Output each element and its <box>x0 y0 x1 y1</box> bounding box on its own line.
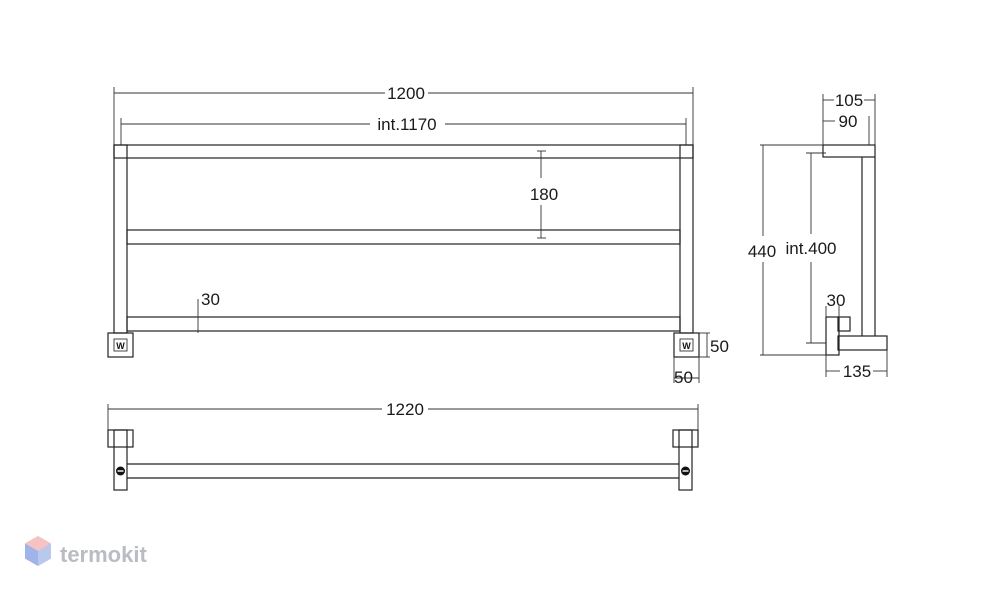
left-post <box>113 144 128 334</box>
dim-label-int400: int.400 <box>785 239 836 258</box>
right-wall-bracket <box>673 332 700 358</box>
side-view: 105 90 440 int.400 30 135 <box>748 91 888 381</box>
side-wall-bracket <box>825 316 840 356</box>
right-bracket-mark <box>679 338 694 352</box>
right-plan-post <box>678 429 693 491</box>
left-bracket-mark <box>113 338 128 352</box>
right-mount-mark: W <box>682 341 691 351</box>
left-plan-bracket <box>107 429 134 448</box>
dim-label-90: 90 <box>839 112 858 131</box>
dim-label-int1170: int.1170 <box>377 115 436 134</box>
front-view: 1200 int.1170 180 30 W W 50 <box>107 84 729 387</box>
dim-label-1200: 1200 <box>387 84 425 103</box>
dim-label-135: 135 <box>843 362 871 381</box>
brand-name: termokit <box>60 542 147 567</box>
brand-logo: termokit <box>25 536 147 567</box>
plan-view: 1220 <box>107 400 699 491</box>
left-plan-post <box>113 429 128 491</box>
right-plan-bracket <box>672 429 699 448</box>
side-base-profile <box>837 335 888 351</box>
middle-shelf-bar <box>126 229 681 245</box>
dim-label-30: 30 <box>201 290 220 309</box>
dim-label-50-width: 50 <box>674 368 693 387</box>
left-mount-mark: W <box>116 341 125 351</box>
dim-label-105: 105 <box>835 91 863 110</box>
right-post <box>679 144 694 334</box>
dim-label-440: 440 <box>748 242 776 261</box>
dim-label-180: 180 <box>530 185 558 204</box>
side-top-profile <box>822 144 876 158</box>
dim-label-side-30: 30 <box>827 291 846 310</box>
top-shelf-bar <box>113 144 694 159</box>
dim-label-1220: 1220 <box>386 400 424 419</box>
side-bar-profile <box>837 316 851 332</box>
bottom-towel-bar <box>126 316 681 332</box>
dim-label-50-height: 50 <box>710 337 729 356</box>
hexagon-cube-icon <box>25 536 51 566</box>
left-wall-bracket <box>107 332 134 358</box>
